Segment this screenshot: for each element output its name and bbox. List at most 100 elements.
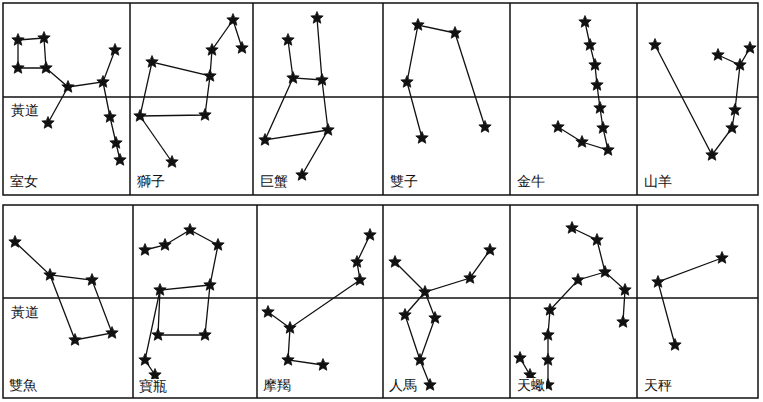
- star-symbol: [104, 111, 116, 123]
- constellation-line: [265, 78, 328, 140]
- star-symbol: [599, 266, 611, 278]
- star-symbol: [154, 284, 166, 296]
- star-symbol: [597, 122, 609, 134]
- panel-divider: [636, 205, 638, 398]
- ecliptic-line: [3, 96, 758, 98]
- ecliptic-label: 黃道: [10, 103, 40, 118]
- star-symbol: [542, 329, 554, 341]
- star-symbol: [86, 274, 98, 286]
- star-symbol: [311, 12, 323, 24]
- panel-frame: [3, 205, 758, 398]
- star-symbol: [204, 279, 216, 291]
- star-symbol: [602, 144, 614, 156]
- star-symbol: [12, 34, 24, 46]
- star-symbol: [199, 329, 211, 341]
- star-symbol: [351, 256, 363, 268]
- star-symbol: [204, 70, 216, 82]
- star-symbol: [669, 339, 681, 351]
- star-symbol: [97, 76, 109, 88]
- star-symbol: [716, 252, 728, 264]
- star-symbol: [401, 76, 413, 88]
- star-symbol: [429, 312, 441, 324]
- star-symbol: [227, 14, 239, 26]
- star-symbol: [259, 134, 271, 146]
- panel-divider: [636, 3, 638, 195]
- star-symbol: [576, 136, 588, 148]
- constellation-name: 巨蟹: [259, 174, 289, 189]
- ecliptic-line: [3, 297, 758, 299]
- star-symbol: [284, 322, 296, 334]
- star-symbol: [322, 124, 334, 136]
- constellation-line: [405, 292, 430, 385]
- star-symbol: [579, 16, 591, 28]
- panel-divider: [382, 205, 384, 398]
- star-symbol: [206, 44, 218, 56]
- star-symbol: [9, 236, 21, 248]
- star-symbol: [146, 56, 158, 68]
- star-symbol: [449, 27, 461, 39]
- panel-divider: [509, 3, 511, 195]
- star-symbol: [199, 109, 211, 121]
- constellation-name: 人馬: [388, 378, 418, 393]
- constellation-line: [103, 82, 120, 160]
- ecliptic-label: 黃道: [10, 305, 40, 320]
- star-symbol: [44, 269, 56, 281]
- star-symbol: [364, 229, 376, 241]
- star-symbol: [552, 121, 564, 133]
- star-symbol: [572, 274, 584, 286]
- star-symbol: [706, 149, 718, 161]
- star-symbol: [412, 19, 424, 31]
- constellation-line: [15, 242, 112, 340]
- panel-divider: [256, 205, 258, 398]
- star-symbol: [744, 42, 756, 54]
- star-symbol: [514, 352, 526, 364]
- star-symbol: [479, 121, 491, 133]
- star-symbol: [389, 256, 401, 268]
- star-symbol: [296, 169, 308, 181]
- star-symbol: [159, 239, 171, 251]
- star-symbol: [544, 304, 556, 316]
- star-symbol: [419, 286, 431, 298]
- constellation-name: 金牛: [516, 174, 546, 189]
- panel-divider: [382, 3, 384, 195]
- star-symbol: [734, 59, 746, 71]
- star-symbol: [484, 244, 496, 256]
- star-symbol: [152, 329, 164, 341]
- constellation-name: 室女: [9, 174, 39, 189]
- constellation-name: 獅子: [136, 174, 166, 189]
- star-symbol: [584, 39, 596, 51]
- star-symbol: [416, 132, 428, 144]
- constellation-name: 雙魚: [8, 378, 38, 393]
- panel-divider: [129, 3, 131, 195]
- constellation-name: 山羊: [643, 174, 673, 189]
- star-symbol: [287, 72, 299, 84]
- panel-divider: [132, 205, 134, 398]
- star-symbol: [109, 44, 121, 56]
- star-symbol: [542, 354, 554, 366]
- star-symbol: [212, 239, 224, 251]
- star-symbol: [282, 354, 294, 366]
- panel-divider: [252, 3, 254, 195]
- constellation-line: [455, 33, 485, 127]
- star-symbol: [617, 316, 629, 328]
- star-symbol: [134, 110, 146, 122]
- constellation-name: 摩羯: [262, 378, 292, 393]
- star-symbol: [649, 39, 661, 51]
- star-symbol: [619, 284, 631, 296]
- star-symbol: [262, 306, 274, 318]
- constellation-line: [68, 50, 115, 87]
- constellation-line: [288, 235, 370, 365]
- star-symbol: [652, 276, 664, 288]
- constellation-line: [140, 20, 233, 116]
- constellation-name: 雙子: [389, 174, 419, 189]
- star-symbol: [591, 79, 603, 91]
- star-symbol: [589, 59, 601, 71]
- star-symbol: [40, 62, 52, 74]
- star-symbol: [139, 354, 151, 366]
- constellation-line: [46, 68, 68, 123]
- star-symbol: [42, 117, 54, 129]
- star-symbol: [317, 359, 329, 371]
- panel-frame: [3, 3, 758, 195]
